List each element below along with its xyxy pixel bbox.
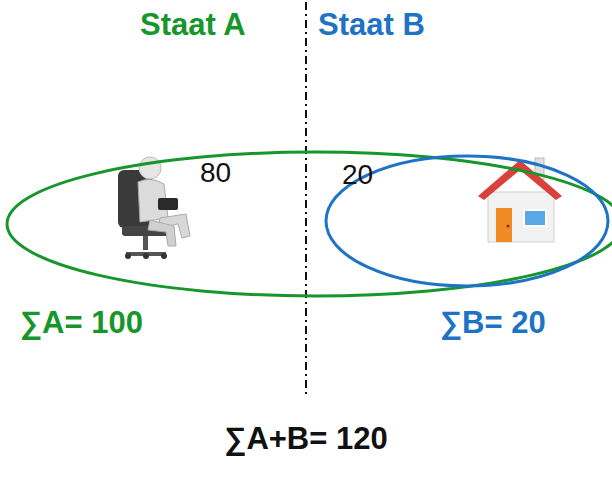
- label-text: ∑B= 20: [440, 306, 546, 340]
- label-text: Staat A: [140, 8, 246, 42]
- region-ellipse: 20: [324, 154, 610, 288]
- label-text: ∑A+B= 120: [224, 422, 387, 456]
- ellipse-outline: [5, 150, 612, 298]
- businessman-icon: [118, 157, 190, 259]
- value-number: 20: [342, 160, 373, 191]
- label-text: Staat B: [318, 8, 425, 42]
- region-ellipse: 80 20: [5, 150, 612, 298]
- border-line: [305, 2, 307, 395]
- label-text: ∑A= 100: [20, 306, 143, 340]
- value-number: 80: [200, 158, 231, 189]
